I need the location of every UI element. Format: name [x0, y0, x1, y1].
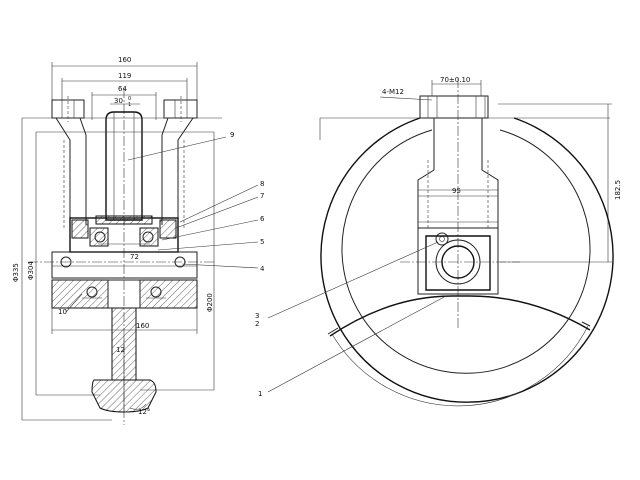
dim-bolts: 4-M12 [382, 88, 404, 96]
dim-bore-tol-plus: 0 [128, 96, 131, 102]
dim-width-base: 160 [136, 322, 149, 330]
middle-band [51, 251, 198, 279]
dim-diam-200: Φ200 [206, 293, 214, 312]
part-label-9: 9 [230, 131, 234, 139]
dim-diam-304: Φ304 [27, 261, 35, 280]
dim-bore-tol-minus: 1 [128, 102, 131, 108]
dim-bore: 30 [114, 97, 123, 105]
axle-circle [435, 239, 481, 285]
top-dimensions [51, 62, 198, 120]
lower-wheel-hub [51, 279, 198, 309]
dim-inner-72: 72 [130, 253, 139, 261]
part-label-5: 5 [260, 238, 264, 246]
lower-left-bearing-ball [86, 286, 98, 298]
side-view: 70±0.10 4-M12 182.5 95 [255, 76, 622, 407]
dim-chamfer: 12° [138, 408, 150, 416]
side-leaders [267, 241, 447, 393]
dim-width-top: 160 [118, 56, 131, 64]
left-grease-hole [60, 256, 72, 268]
wheel-web [91, 307, 157, 413]
part-label-3: 3 [255, 312, 259, 320]
part-label-4: 4 [260, 265, 265, 273]
bolt-spacing-dimension [431, 80, 482, 96]
dim-diam-335: Φ335 [12, 263, 20, 282]
dim-web: 12 [116, 346, 125, 354]
height-dimension [498, 103, 612, 263]
dim-height: 182.5 [614, 180, 622, 200]
frame-outline [21, 117, 222, 421]
section-leaders [65, 136, 259, 313]
part-label-1: 1 [258, 390, 262, 398]
hub [417, 227, 499, 295]
lower-right-bearing-ball [150, 286, 162, 298]
part-label-10: 10 [58, 308, 67, 316]
part-label-7: 7 [260, 192, 264, 200]
dim-width-bolt: 119 [118, 72, 131, 80]
dim-width: 95 [452, 187, 461, 195]
bracket-arms [55, 117, 194, 230]
grease-nipple [435, 232, 449, 246]
upper-left-bearing-ball [94, 231, 106, 243]
upper-right-bearing-ball [142, 231, 154, 243]
right-grease-hole [174, 256, 186, 268]
part-label-2: 2 [255, 320, 259, 328]
section-view: 160 119 64 30 0 1 [12, 56, 265, 425]
spindle [105, 111, 143, 221]
dim-width-inner: 64 [118, 85, 127, 93]
wheel-rim [320, 117, 614, 407]
part-label-6: 6 [260, 215, 265, 223]
dim-bolt-spacing: 70±0.10 [440, 76, 470, 84]
mounting-plate [319, 95, 610, 140]
part-label-8: 8 [260, 180, 264, 188]
axle-inner-circle [441, 245, 475, 279]
